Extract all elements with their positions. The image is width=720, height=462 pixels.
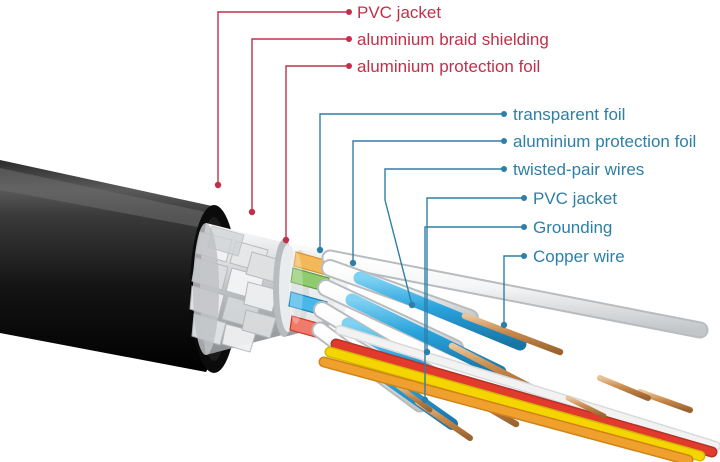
callout-label-aluminium-braid-shielding: aluminium braid shielding [357, 30, 549, 49]
callout-label-grounding: Grounding [533, 218, 613, 237]
wire-red-long [332, 340, 716, 456]
copper-conductor-1 [461, 312, 564, 356]
leader-lines-blue [319, 113, 524, 400]
wire-white-1 [323, 251, 707, 337]
callout-label-copper-wire: Copper wire [533, 247, 625, 266]
copper-tip-3 [565, 395, 607, 419]
grounding-conductor [395, 383, 433, 413]
wire-blue-1 [353, 271, 527, 351]
wire-white-long [336, 326, 720, 450]
callout-label-aluminium-protection-foil-inner: aluminium protection foil [513, 132, 697, 151]
jacket-highlight [0, 168, 214, 230]
callout-label-aluminium-protection-foil-outer: aluminium protection foil [357, 57, 541, 76]
callout-label-pvc-jacket-outer: PVC jacket [357, 3, 442, 22]
leader-lines-red [217, 11, 349, 240]
wire-bundle [311, 249, 720, 462]
braid-rim [193, 223, 219, 355]
copper-tip-2 [597, 375, 651, 401]
leader-dots-blue [316, 111, 527, 404]
callout-label-twisted-pair-wires: twisted-pair wires [513, 160, 645, 179]
callout-label-transparent-foil: transparent foil [513, 105, 626, 124]
callout-label-pvc-jacket-inner: PVC jacket [533, 189, 618, 208]
wire-orange-long [320, 358, 692, 462]
leader-dots-red [214, 9, 352, 244]
foil-rim-inner [279, 244, 297, 332]
wire-yellow-long [326, 348, 704, 460]
